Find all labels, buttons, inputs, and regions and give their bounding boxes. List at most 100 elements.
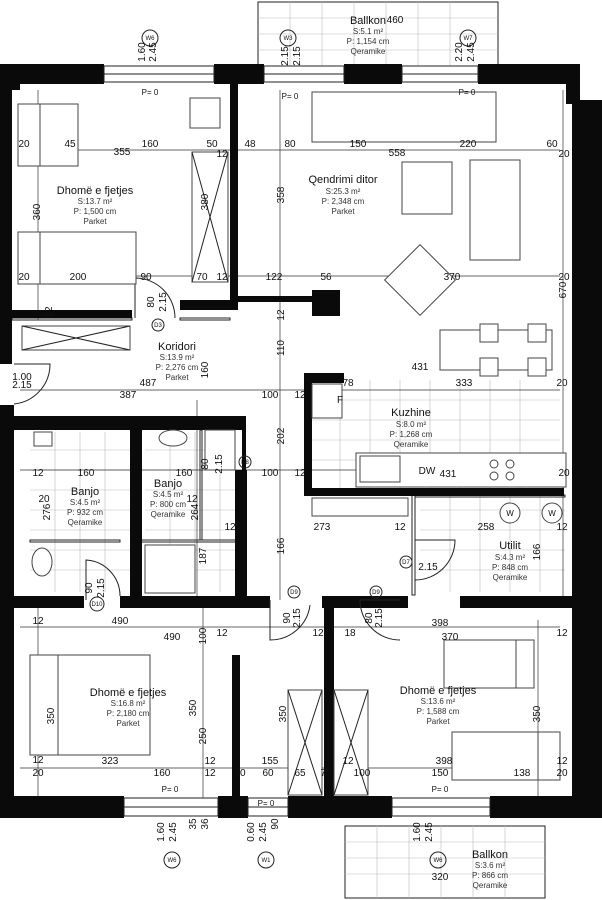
dimension: 2.15 xyxy=(214,454,225,474)
dimension: 30 xyxy=(234,768,246,779)
dimension: 490 xyxy=(112,616,129,627)
dimension: 36 xyxy=(200,818,211,830)
dimension: 2.15 xyxy=(418,562,438,573)
room-utilit: Utilit S:4.3 m² P: 848 cm Qeramike xyxy=(492,540,528,582)
room-finish: Parket xyxy=(116,719,140,728)
dimension: 200 xyxy=(70,272,87,283)
room-perimeter: P: 1,268 cm xyxy=(390,430,433,439)
tag-label: W3 xyxy=(284,36,294,42)
room-bedroom-nw: Dhomë e fjetjes S:13.7 m² P: 1,500 cm Pa… xyxy=(57,185,134,226)
dimension: 138 xyxy=(514,768,531,779)
dimension: 12 xyxy=(342,756,354,767)
dimension: 350 xyxy=(532,705,543,722)
dimension: 12 xyxy=(556,628,568,639)
dimension: 2.45 xyxy=(168,822,179,842)
dimension: 100 xyxy=(354,768,371,779)
room-finish: Parket xyxy=(83,217,107,226)
dimension: 12 xyxy=(294,468,306,479)
dimension: 12 xyxy=(216,149,228,160)
dimension: 110 xyxy=(276,340,287,356)
room-perimeter: P: 1,500 cm xyxy=(74,207,117,216)
dimension: 380 xyxy=(200,193,211,210)
dimension: 20 xyxy=(18,272,30,283)
dimension: 12 xyxy=(216,628,228,639)
room-balkon-bottom: Ballkon S:3.6 m² P: 866 cm Qeramike xyxy=(472,849,508,890)
dimension: 100 xyxy=(262,468,279,479)
tag-label: D8 xyxy=(241,460,249,466)
dimension: 202 xyxy=(276,427,287,444)
dimension: 20 xyxy=(18,139,30,150)
dimension: 20 xyxy=(556,378,568,389)
dimension: 48 xyxy=(244,139,256,150)
tag-d7: D7 xyxy=(399,555,413,569)
dimension: 90 xyxy=(84,582,95,594)
room-perimeter: P: 2,180 cm xyxy=(107,709,150,718)
dimension: 670 xyxy=(558,281,569,298)
tag-w3: W3 xyxy=(279,29,297,47)
dimension: 12 xyxy=(294,390,306,401)
dimension: 264 xyxy=(190,503,201,520)
level-label: P= 0 xyxy=(258,799,275,808)
tag-d9-right: D9 xyxy=(369,585,383,599)
opening-tags: W6 W3 W7 W6 W1 W6 D3 D10 D9 D9 D7 D8 xyxy=(89,29,477,869)
room-area: S:13.7 m² xyxy=(78,197,113,206)
dimension-numbers: 460 1.60 2.45 2.20 2.45 20 45 355 160 50… xyxy=(12,15,570,883)
tag-label: D9 xyxy=(372,590,380,596)
dimension: 20 xyxy=(38,494,50,505)
dimension: 1.60 xyxy=(156,822,167,842)
room-name: Kuzhine xyxy=(391,407,431,419)
room-kuzhine: Kuzhine S:8.0 m² P: 1,268 cm Qeramike xyxy=(390,407,433,449)
dimension: 45 xyxy=(64,139,76,150)
dimension: 80 xyxy=(200,458,211,470)
dimension: 90 xyxy=(140,272,152,283)
tag-label: W1 xyxy=(262,858,272,864)
level-label: P= 0 xyxy=(432,785,449,794)
dimension: 323 xyxy=(102,756,119,767)
dimension: 258 xyxy=(478,522,495,533)
dimension: 80 xyxy=(284,139,296,150)
dimension: 60 xyxy=(262,768,274,779)
tag-label: W7 xyxy=(464,36,474,42)
dimension: 90 xyxy=(270,818,281,830)
level-label: P= 0 xyxy=(459,88,476,97)
room-koridori: Koridori S:13.9 m² P: 2,276 cm Parket xyxy=(156,341,199,382)
dimension: 431 xyxy=(412,362,429,373)
dimension: 187 xyxy=(198,547,209,564)
room-name: Banjo xyxy=(71,486,99,498)
room-finish: Qeramike xyxy=(68,518,103,527)
dimension: 12 xyxy=(186,494,198,505)
dimension: 1.60 xyxy=(412,822,423,842)
dimension: 320 xyxy=(432,872,449,883)
tag-w6-bottom-right: W6 xyxy=(429,851,447,869)
dimension: 460 xyxy=(387,15,404,26)
level-label: P= 0 xyxy=(282,92,299,101)
tag-w6-top: W6 xyxy=(141,29,159,47)
dimension: 12 xyxy=(44,306,55,318)
tag-d9-left: D9 xyxy=(287,585,301,599)
room-area: S:4.3 m² xyxy=(495,553,526,562)
dimension: 35 xyxy=(188,818,199,830)
dimension: 2.15 xyxy=(374,608,385,628)
dimension: 12 xyxy=(216,272,228,283)
room-finish: Parket xyxy=(331,207,355,216)
room-area: S:16.8 m² xyxy=(111,699,146,708)
dimension: 2.15 xyxy=(280,46,291,66)
room-finish: Qeramike xyxy=(351,47,386,56)
room-name: Banjo xyxy=(154,478,182,490)
dimension: 12 xyxy=(312,628,324,639)
dimension: 2.15 xyxy=(292,46,303,66)
room-name: Dhomë e fjetjes xyxy=(400,685,477,697)
dimension: 160 xyxy=(176,468,193,479)
dimension: 166 xyxy=(532,543,543,560)
room-perimeter: P: 1,588 cm xyxy=(417,707,460,716)
room-area: S:3.6 m² xyxy=(475,861,506,870)
room-banjo-right: Banjo S:4.5 m² P: 800 cm Qeramike xyxy=(150,478,186,519)
dimension: 2.45 xyxy=(466,42,477,62)
dimension: 12 xyxy=(224,522,236,533)
room-finish: Parket xyxy=(165,373,189,382)
dimension: 160 xyxy=(154,768,171,779)
dimension: 490 xyxy=(164,632,181,643)
dimension: 487 xyxy=(140,378,157,389)
room-perimeter: P: 2,348 cm xyxy=(322,197,365,206)
dimension: 2.15 xyxy=(96,578,107,598)
